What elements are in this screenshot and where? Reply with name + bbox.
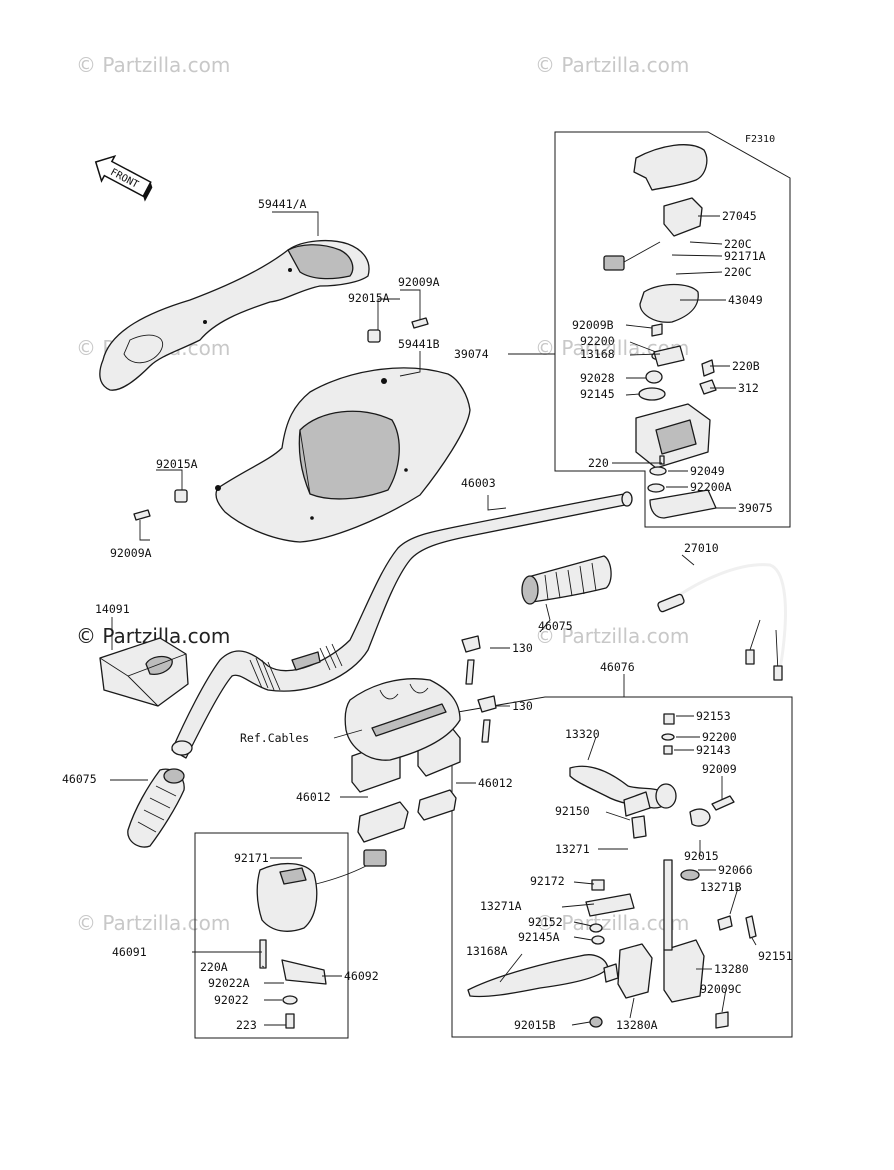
label-46075-right: 46075 (538, 619, 573, 633)
label-220: 220 (588, 456, 609, 470)
label-220B: 220B (732, 359, 760, 373)
label-14091: 14091 (95, 602, 130, 616)
label-130-a: 130 (512, 641, 533, 655)
front-arrow-icon: FRONT (94, 154, 153, 202)
label-92153: 92153 (696, 709, 731, 723)
label-92152: 92152 (528, 915, 563, 929)
left-switch-inset-frame (194, 832, 349, 1039)
throttle-cable (657, 563, 787, 681)
watermark-top-left: © Partzilla.com (76, 53, 230, 77)
handlebar-cover-upper (99, 240, 370, 391)
label-13271A: 13271A (480, 899, 522, 913)
label-92028: 92028 (580, 371, 615, 385)
label-92015B: 92015B (514, 1018, 556, 1032)
label-92143: 92143 (696, 743, 731, 757)
left-switch-parts (256, 849, 387, 1029)
label-46012-b: 46012 (478, 776, 513, 790)
right-switch-parts (603, 144, 717, 519)
label-13168: 13168 (580, 347, 615, 361)
label-92172: 92172 (530, 874, 565, 888)
label-46076: 46076 (600, 660, 635, 674)
label-92009A-top: 92009A (398, 275, 440, 289)
label-92171A: 92171A (724, 249, 766, 263)
fasteners-cover (133, 317, 429, 521)
label-39074: 39074 (454, 347, 489, 361)
label-13280: 13280 (714, 962, 749, 976)
handlebar-tube (171, 491, 633, 759)
label-92150: 92150 (555, 804, 590, 818)
lever-assembly-inset-frame (451, 696, 793, 1038)
label-92015: 92015 (684, 849, 719, 863)
label-130-b: 130 (512, 699, 533, 713)
label-92151: 92151 (758, 949, 793, 963)
label-92009B: 92009B (572, 318, 614, 332)
label-92200-b: 92200 (702, 730, 737, 744)
right-switch-inset-frame (554, 131, 791, 528)
label-13271: 13271 (555, 842, 590, 856)
label-92015A-left: 92015A (156, 457, 198, 471)
label-92009C: 92009C (700, 982, 742, 996)
label-92145: 92145 (580, 387, 615, 401)
label-312: 312 (738, 381, 759, 395)
label-223: 223 (236, 1018, 257, 1032)
label-46075-left: 46075 (62, 772, 97, 786)
label-92200: 92200 (580, 334, 615, 348)
label-46012-a: 46012 (296, 790, 331, 804)
label-220A: 220A (200, 960, 228, 974)
label-13280A: 13280A (616, 1018, 658, 1032)
watermark-top-right: © Partzilla.com (535, 53, 689, 77)
label-59441B: 59441B (398, 337, 440, 351)
watermark-bottom-left: © Partzilla.com (76, 911, 230, 935)
label-92009: 92009 (702, 762, 737, 776)
label-92022: 92022 (214, 993, 249, 1007)
label-13168A: 13168A (466, 944, 508, 958)
label-92015A-top: 92015A (348, 291, 390, 305)
grip-right (521, 555, 612, 605)
label-46003: 46003 (461, 476, 496, 490)
leader-lines (110, 211, 757, 1026)
label-92049: 92049 (690, 464, 725, 478)
label-92022A: 92022A (208, 976, 250, 990)
label-27045: 27045 (722, 209, 757, 223)
label-92200A: 92200A (690, 480, 732, 494)
label-13320: 13320 (565, 727, 600, 741)
bar-end-weight (99, 637, 189, 707)
figure-code: F2310 (745, 134, 775, 145)
label-39075: 39075 (738, 501, 773, 515)
grip-left (127, 768, 185, 848)
label-46092: 46092 (344, 969, 379, 983)
label-92145A: 92145A (518, 930, 560, 944)
part-labels: 59441/A 92009A 92015A 59441B 92015A 9200… (62, 197, 793, 1032)
handlebar-cover-lower (215, 367, 471, 543)
label-46091: 46091 (112, 945, 147, 959)
label-92171: 92171 (234, 851, 269, 865)
label-59441A: 59441/A (258, 197, 307, 211)
watermark-center-right: © Partzilla.com (535, 624, 689, 648)
label-ref-cables: Ref.Cables (240, 731, 309, 745)
label-43049: 43049 (728, 293, 763, 307)
lever-assembly-parts (467, 713, 757, 1029)
label-13271B: 13271B (700, 880, 742, 894)
label-220C-a: 220C (724, 237, 752, 251)
label-92066: 92066 (718, 863, 753, 877)
cable-holder (344, 678, 461, 761)
label-92009A-left: 92009A (110, 546, 152, 560)
label-27010: 27010 (684, 541, 719, 555)
label-220C-b: 220C (724, 265, 752, 279)
